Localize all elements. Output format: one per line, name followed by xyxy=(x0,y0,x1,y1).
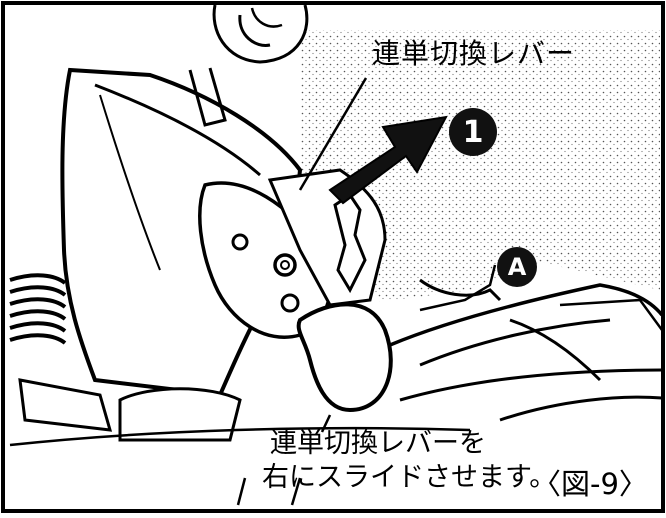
slide-arrow-icon xyxy=(328,115,448,205)
switch-lever xyxy=(296,302,393,413)
lever-leader-line xyxy=(298,77,368,191)
point-a-badge: A xyxy=(497,247,537,287)
needle-plate-edge xyxy=(389,283,664,347)
plate-screw-3 xyxy=(280,293,300,313)
spring xyxy=(9,273,67,345)
step-1-badge: 1 xyxy=(449,108,497,156)
bed-shading xyxy=(300,30,660,302)
base-block xyxy=(18,378,113,432)
instruction-line-1: 連単切換レバーを xyxy=(270,428,486,459)
caption-leader-line xyxy=(320,414,332,433)
arm-post xyxy=(188,67,227,127)
lever-label: 連単切換レバー xyxy=(372,37,576,70)
upper-knob xyxy=(212,4,309,64)
base-foot xyxy=(118,387,242,442)
plate-screw-2 xyxy=(273,253,297,277)
instruction-line-2: 右にスライドさせます。 xyxy=(262,462,557,493)
figure-number: 〈図-9〉 xyxy=(532,467,648,501)
plate-screw-1 xyxy=(231,233,249,251)
point-a-leader-line xyxy=(419,264,497,312)
